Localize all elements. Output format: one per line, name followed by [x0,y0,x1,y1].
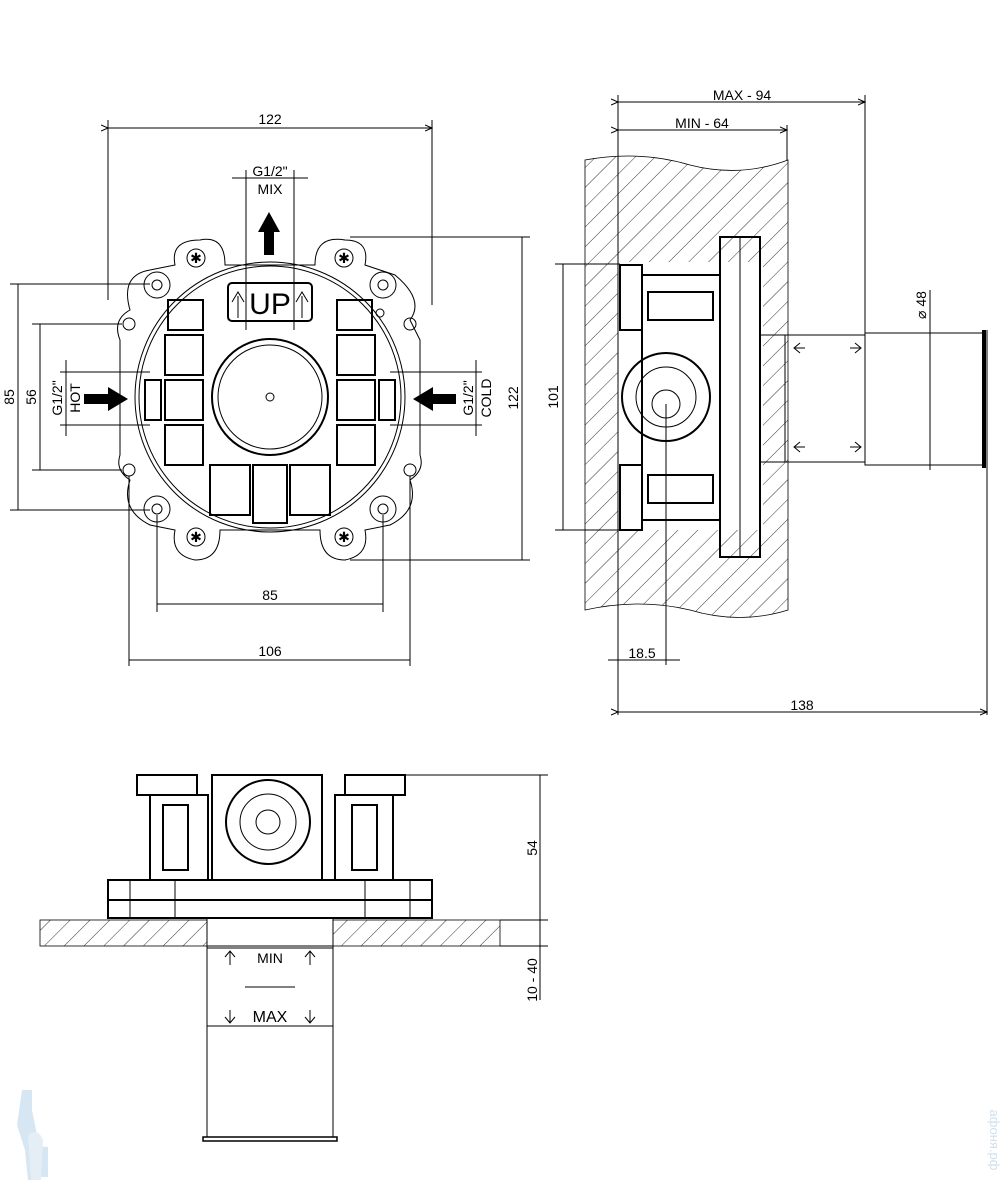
mix-label: MIX [258,181,284,197]
svg-text:✱: ✱ [338,529,350,545]
dim-height-left-outer: 85 [1,389,17,405]
hot-arrow-icon [84,387,128,411]
cold-label: COLD [478,379,494,418]
svg-text:✱: ✱ [190,250,202,266]
mix-size: G1/2" [252,163,287,179]
dim-height-54: 54 [524,840,540,856]
dim-height-right: 122 [505,386,521,410]
dim-width-bottom-inner: 85 [262,587,278,603]
dim-width-bottom-outer: 106 [258,643,282,659]
dim-height: 101 [545,385,561,409]
dim-range: 10 - 40 [524,958,540,1002]
dim-height-left-inner: 56 [23,389,39,405]
dim-min-depth: MIN - 64 [675,115,729,131]
cold-size: G1/2" [460,380,476,415]
svg-text:✱: ✱ [190,529,202,545]
mix-arrow-icon [258,212,280,255]
dim-max-depth: MAX - 94 [713,87,772,103]
dim-width-top: 122 [258,111,282,127]
watermark-logo [17,1090,48,1180]
watermark-text: афоня.рф [987,1110,1000,1171]
dim-offset: 18.5 [628,645,655,661]
front-view: UP ✱ ✱ ✱ ✱ [1,111,530,666]
top-view: MIN MAX 54 10 - 40 [39,774,548,1142]
dim-diameter: ⌀ 48 [913,291,929,319]
side-view: MAX - 94 MIN - 64 ⌀ 48 101 18.5 138 [545,87,987,715]
up-label: UP [249,288,291,321]
cold-arrow-icon [413,387,456,411]
dim-total-depth: 138 [790,697,814,713]
min-label: MIN [257,950,283,966]
hot-label: HOT [67,383,83,413]
hot-size: G1/2" [49,380,65,415]
max-label: MAX [253,1009,288,1026]
svg-text:✱: ✱ [338,250,350,266]
